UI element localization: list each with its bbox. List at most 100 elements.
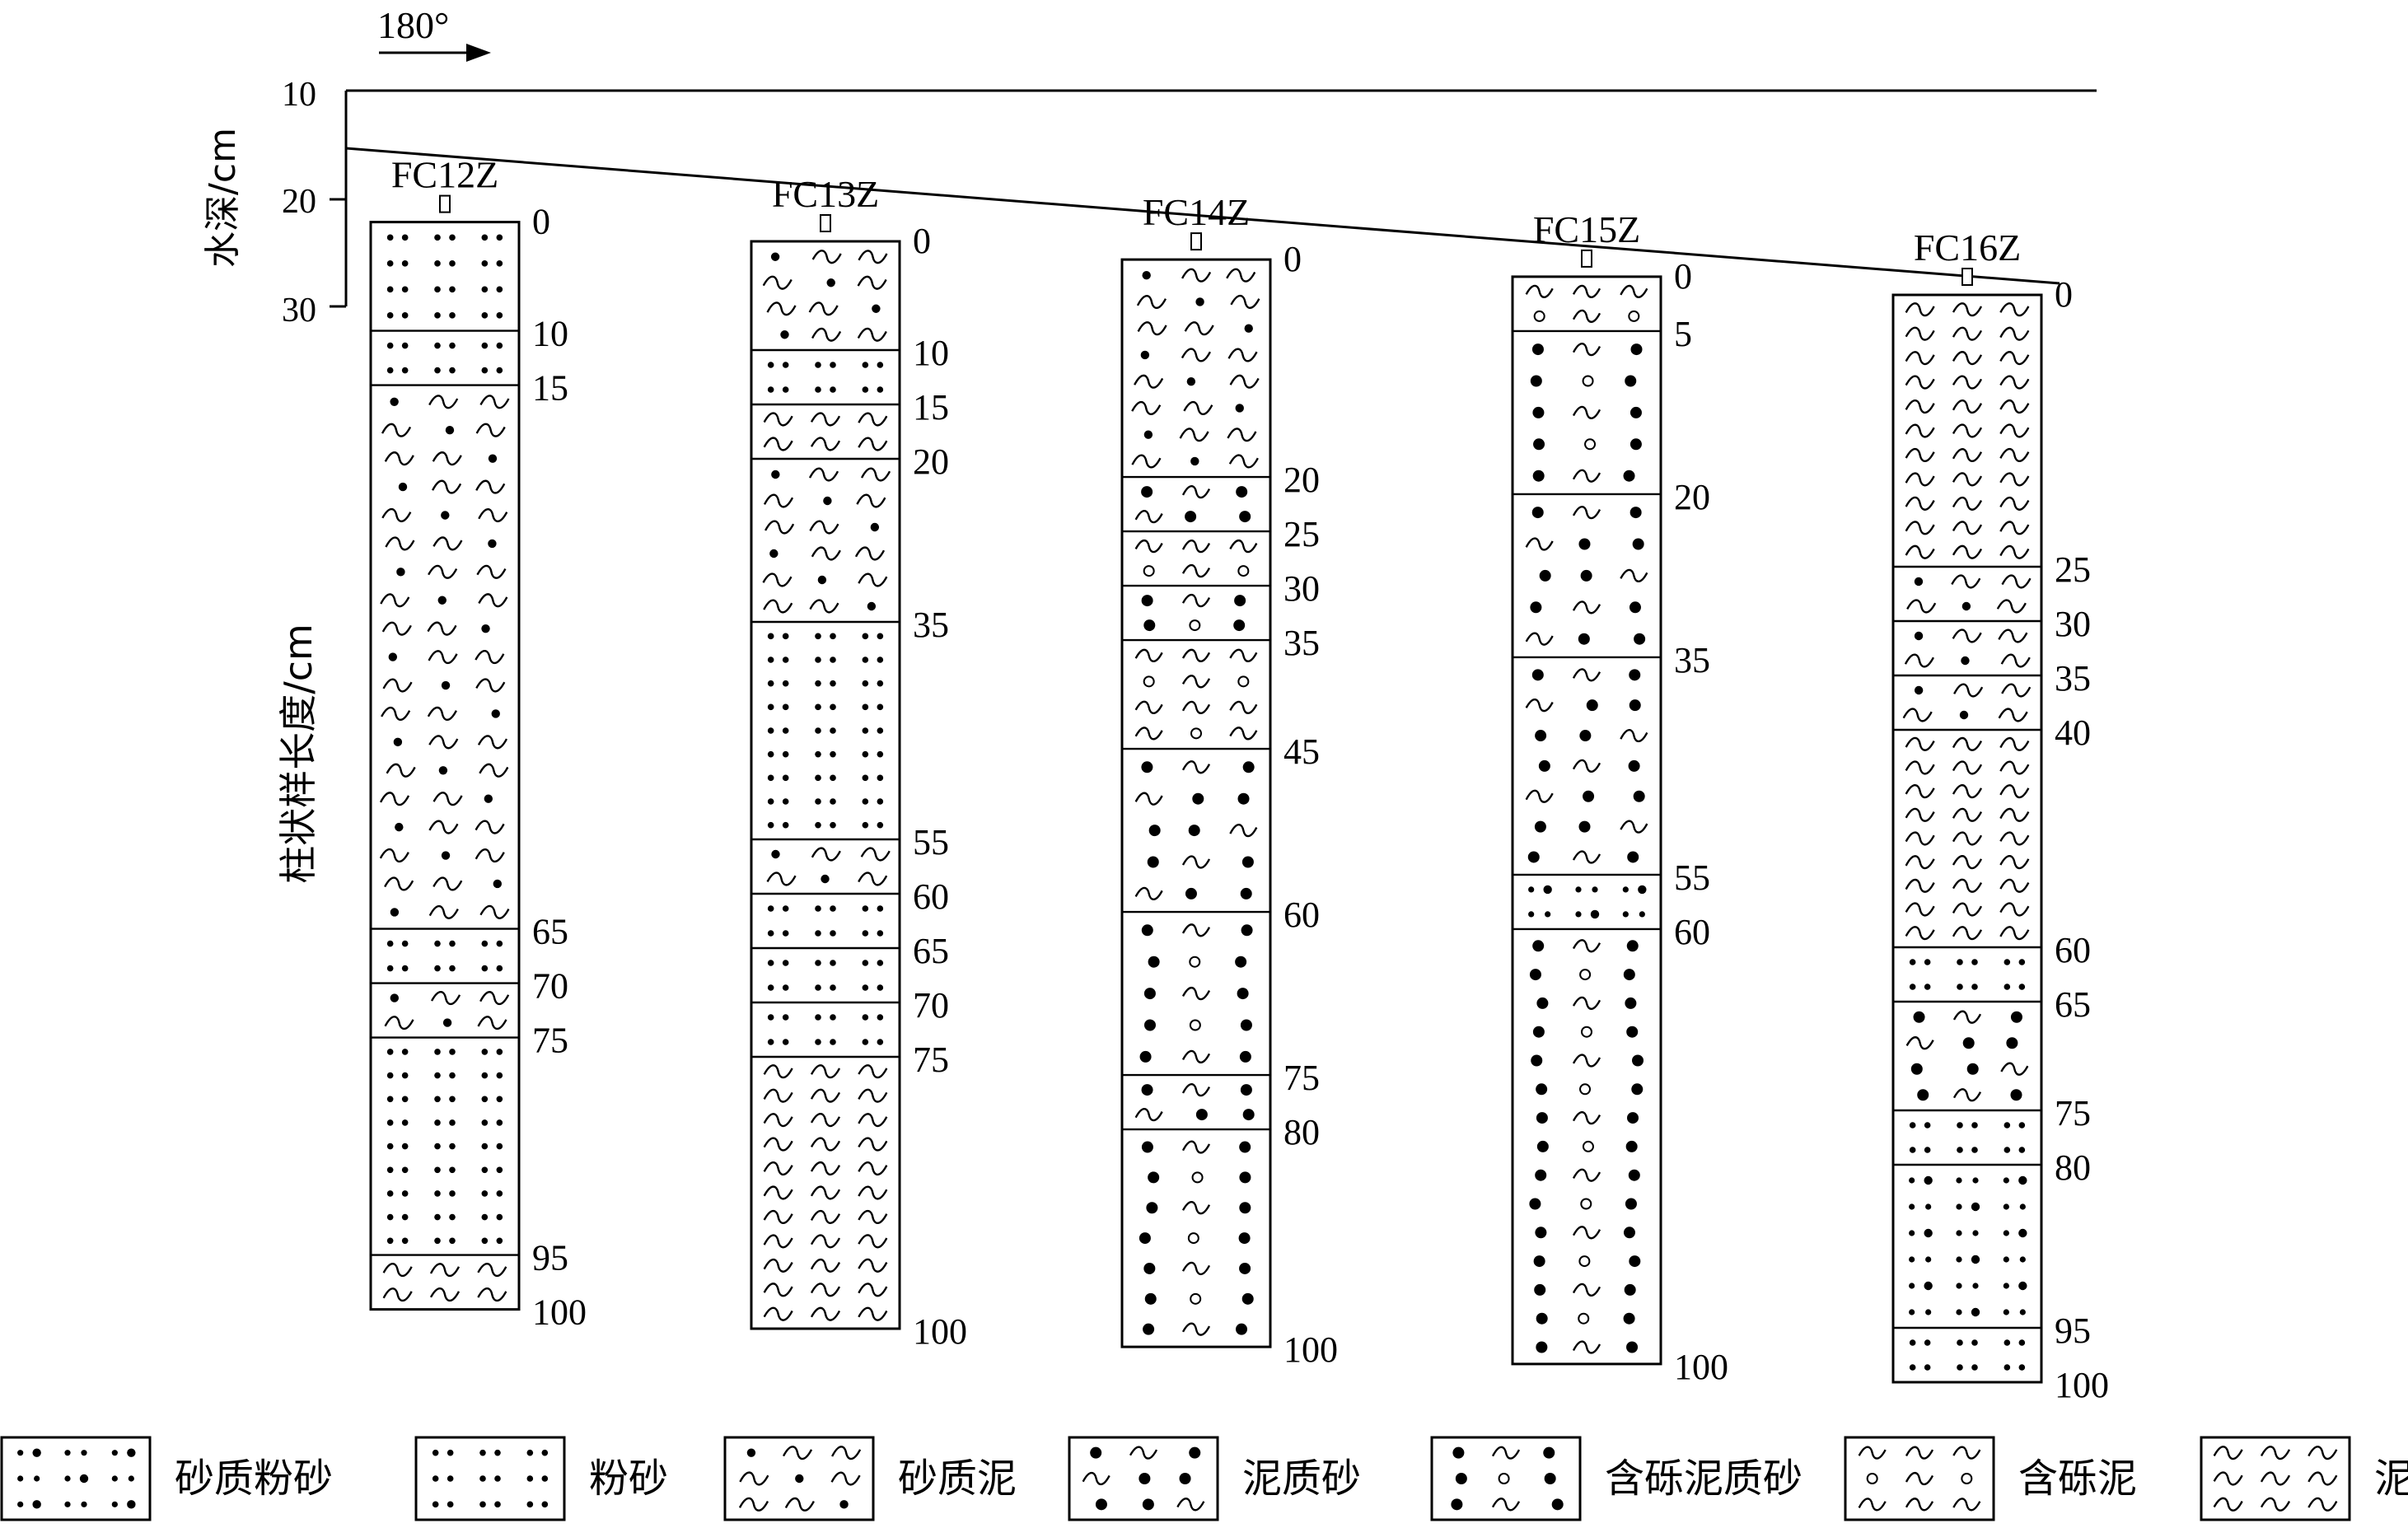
sand-dot-mark	[401, 1237, 409, 1245]
sand-dot-mark	[1629, 699, 1641, 712]
sand-dot-mark	[64, 1501, 71, 1507]
sand-dot-mark	[815, 930, 821, 937]
mud-tilde-mark	[810, 1283, 841, 1297]
sand-dot-mark	[401, 234, 409, 241]
mud-tilde-mark	[1181, 1049, 1211, 1064]
mud-tilde-mark	[763, 1137, 793, 1152]
sand-dot-mark	[1624, 1283, 1636, 1296]
sand-dot-mark	[1531, 669, 1544, 681]
sand-dot-mark	[1141, 1141, 1153, 1153]
sand-dot-mark	[481, 624, 490, 633]
sand-dot-mark	[1910, 1063, 1923, 1075]
sand-dot-mark	[1535, 1169, 1547, 1181]
sand-dot-mark	[401, 1072, 409, 1079]
sand-dot-mark	[1971, 959, 1978, 965]
sand-dot-mark	[1956, 1230, 1962, 1236]
mud-tilde-mark	[808, 467, 839, 482]
sand-dot-mark	[782, 774, 789, 782]
core-layer-sandy-mud	[751, 457, 900, 614]
sand-dot-mark	[386, 1166, 394, 1174]
sand-dot-mark	[862, 680, 869, 687]
sand-dot-mark	[386, 1142, 394, 1150]
sand-dot-mark	[1143, 430, 1153, 439]
core-layer-sandy-mud	[371, 982, 519, 1030]
sand-dot-mark	[496, 1119, 503, 1126]
mud-tilde-mark	[1952, 736, 1983, 751]
mud-tilde-mark	[1951, 574, 1981, 589]
core-layer-silt	[1893, 946, 2041, 990]
sand-dot-mark	[432, 1501, 439, 1508]
mud-tilde-mark	[763, 1088, 793, 1103]
sand-dot-mark	[1146, 1202, 1158, 1214]
sand-dot-mark	[1957, 959, 1963, 965]
sand-dot-mark	[127, 1448, 136, 1457]
sand-dot-mark	[1236, 486, 1248, 498]
sand-dot-mark	[1095, 1498, 1107, 1511]
mud-tilde-mark	[831, 1446, 862, 1460]
gravel-circle-mark	[1189, 1019, 1201, 1031]
sand-dot-mark	[1139, 1473, 1151, 1484]
mud-tilde-mark	[1952, 326, 1983, 341]
core-layer-sandy-silt	[1893, 1163, 2041, 1317]
sand-dot-mark	[494, 1501, 501, 1508]
mud-tilde-mark	[1137, 321, 1167, 336]
mud-tilde-mark	[432, 451, 462, 466]
sand-dot-mark	[1917, 1089, 1929, 1101]
sand-dot-mark	[526, 1475, 534, 1482]
sand-dot-mark	[449, 1096, 456, 1103]
sand-dot-mark	[782, 750, 789, 758]
mud-tilde-mark	[1620, 729, 1648, 743]
mud-tilde-mark	[1952, 521, 1983, 535]
gravel-circle-mark	[1187, 1232, 1199, 1245]
sand-dot-mark	[1236, 1323, 1248, 1335]
mud-tilde-mark	[1229, 539, 1258, 554]
mud-tilde-mark	[2260, 1471, 2291, 1486]
sand-dot-mark	[1532, 406, 1545, 418]
sand-dot-mark	[1233, 619, 1246, 632]
legend-label: 粉砂	[589, 1456, 668, 1502]
sand-dot-mark	[396, 568, 405, 577]
mud-tilde-mark	[858, 412, 888, 427]
sand-dot-mark	[2019, 1203, 2026, 1210]
mud-tilde-mark	[1999, 399, 2030, 414]
mud-tilde-mark	[1998, 628, 2028, 643]
legend-swatch	[414, 1436, 566, 1521]
mud-tilde-mark	[2260, 1497, 2291, 1512]
sand-dot-mark	[2018, 1228, 2027, 1238]
mud-tilde-mark	[1181, 348, 1211, 362]
sand-dot-mark	[1139, 1232, 1151, 1245]
sand-dot-mark	[386, 367, 394, 374]
mud-tilde-mark	[830, 1471, 861, 1486]
sand-dot-mark	[1625, 997, 1637, 1009]
core-depth-label: 35	[2055, 658, 2091, 699]
sand-dot-mark	[1143, 1262, 1156, 1274]
sand-dot-mark	[1240, 1084, 1252, 1096]
gravel-circle-mark	[1189, 619, 1201, 632]
sand-dot-mark	[1629, 507, 1642, 519]
mud-tilde-mark	[1134, 374, 1164, 389]
core-layer-gravelly-mud	[1525, 284, 1648, 324]
sand-dot-mark	[877, 821, 884, 829]
mud-tilde-mark	[858, 1234, 888, 1249]
mud-tilde-mark	[1905, 521, 1935, 535]
mud-tilde-mark	[858, 572, 888, 587]
core-site-marker-icon	[1961, 268, 1973, 286]
sand-dot-mark	[496, 965, 503, 972]
cores-layer: FC12Z0101565707595100FC13Z01015203555606…	[369, 154, 2109, 1405]
mud-tilde-mark	[382, 678, 413, 693]
sand-dot-mark	[862, 1014, 869, 1021]
core-outline	[369, 221, 521, 1311]
gravel-circle-mark	[1533, 310, 1545, 322]
mud-tilde-mark	[2307, 1497, 2338, 1512]
mud-tilde-mark	[1905, 302, 1935, 317]
sand-dot-mark	[2018, 1339, 2026, 1346]
sand-dot-mark	[1139, 1050, 1152, 1063]
mud-tilde-mark	[1181, 1322, 1211, 1336]
sand-dot-mark	[1924, 1228, 1933, 1238]
sand-dot-mark	[1239, 1171, 1251, 1184]
mud-tilde-mark	[475, 479, 506, 494]
sand-dot-mark	[493, 879, 503, 889]
mud-tilde-mark	[763, 412, 793, 427]
sand-dot-mark	[830, 727, 836, 734]
